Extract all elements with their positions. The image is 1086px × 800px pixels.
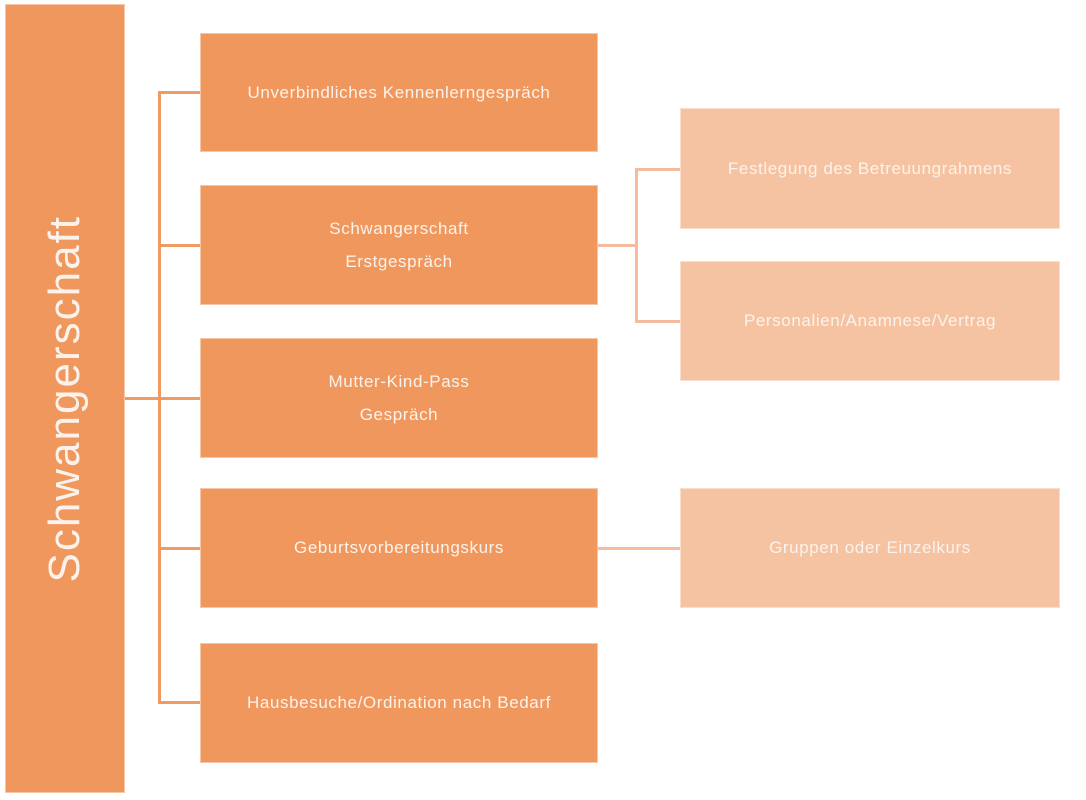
node-label-line2: Gespräch [359,405,439,424]
node-label: Geburtsvorbereitungskurs [294,538,504,558]
subnode-festlegung-betreuungrahmens: Festlegung des Betreuungrahmens [680,108,1060,229]
connector-branch-kennenlerngespraech [160,91,200,94]
connector-root-trunk [125,397,160,400]
node-geburtsvorbereitungskurs: Geburtsvorbereitungskurs [200,488,598,608]
connector-erstgespraech-trunk [598,244,638,247]
connector-branch-geburtsvorbereitungskurs [160,547,200,550]
connector-branch-gruppen-einzelkurs [598,547,680,550]
connector-branch-mutter-kind-pass [160,397,200,400]
root-node-schwangerschaft: Schwangerschaft [5,4,125,793]
node-label-line1: Schwangerschaft [329,218,469,238]
subnode-label: Personalien/Anamnese/Vertrag [743,311,997,331]
node-hausbesuche: Hausbesuche/Ordination nach Bedarf [200,643,598,763]
connector-branch-hausbesuche [160,701,200,704]
subnode-gruppen-oder-einzelkurs: Gruppen oder Einzelkurs [680,488,1060,608]
connector-branch-festlegung [637,168,680,171]
subnode-label: Gruppen oder Einzelkurs [769,538,971,558]
connector-branch-personalien [637,320,680,323]
subnode-personalien-anamnese-vertrag: Personalien/Anamnese/Vertrag [680,261,1060,381]
connector-right-spine [635,168,638,323]
node-mutter-kind-pass: Mutter-Kind-Pass Gespräch [200,338,598,458]
root-node-label: Schwangerschaft [40,214,89,583]
subnode-label: Festlegung des Betreuungrahmens [727,158,1013,178]
node-kennenlerngespraech: Unverbindliches Kennenlerngespräch [200,33,598,152]
node-erstgespraech: Schwangerschaft Erstgespräch [200,185,598,305]
connector-branch-erstgespraech [160,244,200,247]
node-label-line1: Mutter-Kind-Pass [328,371,470,391]
connector-left-spine [158,91,161,704]
node-label: Hausbesuche/Ordination nach Bedarf [247,693,551,713]
node-label-line2: Erstgespräch [345,252,453,271]
node-label: Unverbindliches Kennenlerngespräch [247,82,551,102]
